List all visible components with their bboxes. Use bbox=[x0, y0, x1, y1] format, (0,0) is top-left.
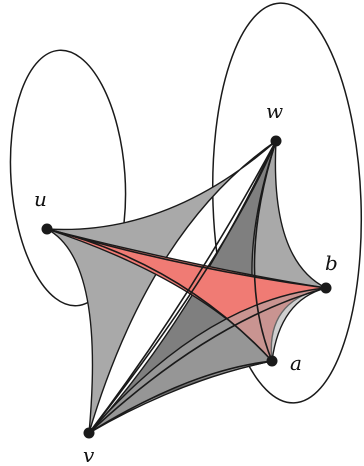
edge-v-a bbox=[88, 360, 273, 434]
face-v-b-a bbox=[88, 287, 327, 434]
vertex-w bbox=[270, 135, 282, 147]
edge-u-b bbox=[46, 228, 327, 289]
vertex-a bbox=[266, 355, 278, 367]
vertex-label-v: v bbox=[83, 443, 95, 466]
edge-w-a bbox=[253, 140, 277, 362]
right-part-ellipse bbox=[211, 2, 363, 404]
edge-v-b bbox=[88, 287, 327, 434]
vertex-u bbox=[41, 223, 53, 235]
vertex-label-b: b bbox=[325, 251, 338, 275]
vertex-label-a: a bbox=[290, 351, 302, 375]
edge-v-w-inner bbox=[88, 140, 277, 434]
vertex-v bbox=[83, 427, 95, 439]
edge-v-w bbox=[88, 140, 277, 434]
left-part-ellipse bbox=[9, 49, 127, 307]
vertex-label-w: w bbox=[266, 99, 283, 123]
vertex-label-u: u bbox=[34, 187, 47, 211]
vertex-b bbox=[320, 282, 332, 294]
face-u-w-v bbox=[46, 140, 277, 434]
